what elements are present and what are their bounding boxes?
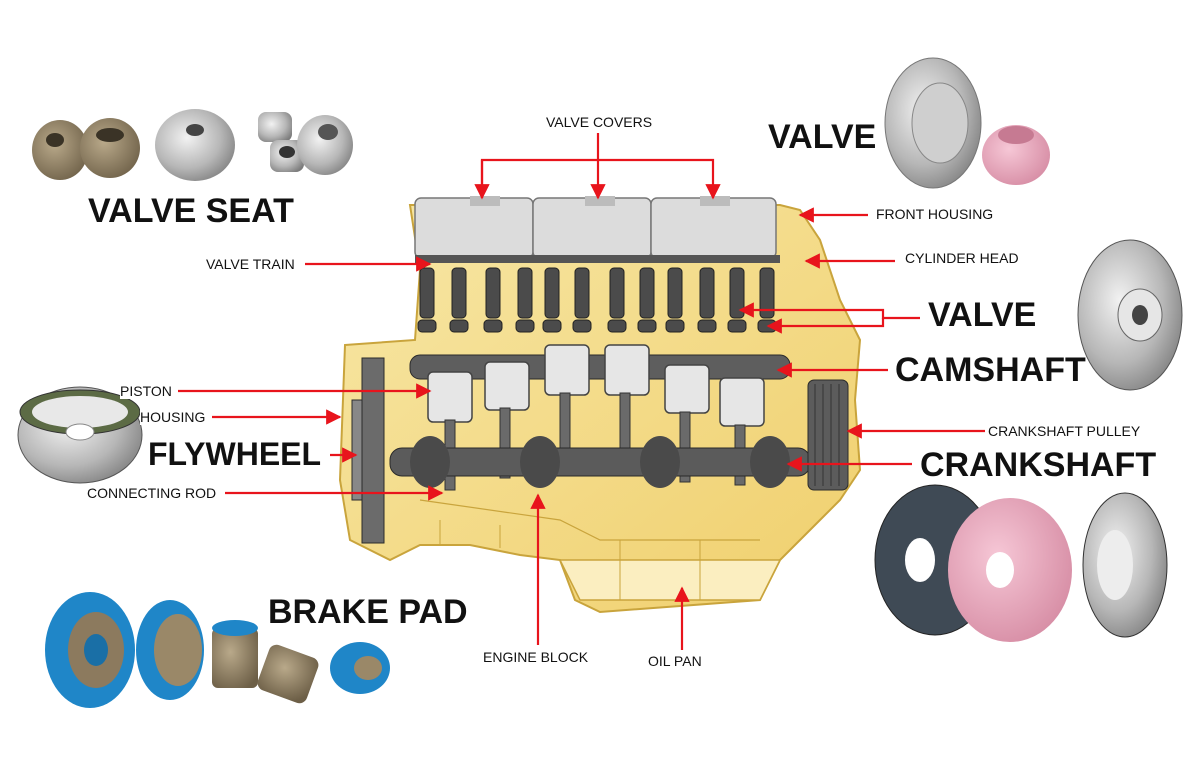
callout-crankshaft: CRANKSHAFT: [920, 446, 1157, 484]
callout-flywheel: FLYWHEEL: [148, 436, 322, 472]
label-oil-pan: OIL PAN: [648, 653, 702, 669]
callout-valve-mid: VALVE: [928, 296, 1037, 334]
label-engine-block: ENGINE BLOCK: [483, 649, 589, 665]
valve-covers-illustration: [414, 196, 780, 263]
label-valve-covers: VALVE COVERS: [546, 114, 653, 130]
callout-brake-pad: BRAKE PAD: [268, 593, 468, 631]
label-front-housing: FRONT HOUSING: [876, 206, 994, 222]
label-connecting-rod: CONNECTING ROD: [87, 485, 217, 501]
valve-grinding-wheels-illustration: [884, 57, 1050, 189]
label-cylinder-head: CYLINDER HEAD: [905, 250, 1019, 266]
label-crankshaft-pulley: CRANKSHAFT PULLEY: [988, 423, 1141, 439]
callout-arrows: [178, 133, 985, 650]
label-housing: HOUSING: [140, 409, 208, 425]
label-valve-train: VALVE TRAIN: [206, 256, 295, 272]
callout-valve-seat: VALVE SEAT: [88, 192, 294, 230]
flywheel-grinding-wheel-illustration: [17, 386, 143, 484]
crankshaft-grinding-wheels-illustration: [874, 484, 1168, 642]
valve-train-illustration: [417, 267, 777, 333]
callout-valve-top: VALVE: [768, 118, 877, 156]
label-piston: PISTON: [120, 383, 174, 399]
crankshaft-pulley-illustration: [807, 379, 849, 491]
valve-seat-tools-illustration: [32, 109, 353, 181]
pistons-illustration: [427, 344, 765, 427]
callout-camshaft: CAMSHAFT: [895, 351, 1086, 389]
brake-pad-tools-illustration: [45, 592, 390, 708]
engine-block-illustration: [338, 204, 862, 614]
camshaft-grinding-wheel-illustration: [1077, 239, 1183, 391]
